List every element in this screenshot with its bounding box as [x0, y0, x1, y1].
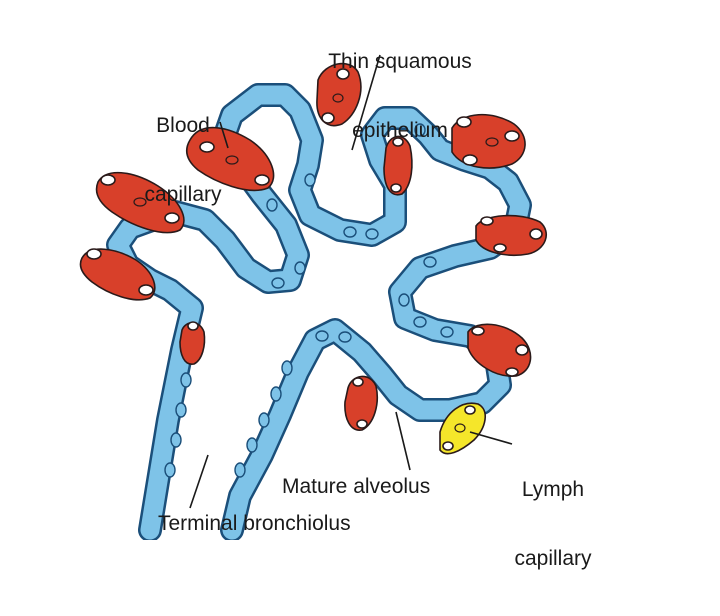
label-blood-capillary: Blood capillary	[128, 68, 238, 252]
label-thin-squamous-line1: Thin squamous	[328, 50, 472, 73]
label-lymph-line1: Lymph	[521, 478, 585, 501]
leader-lines	[189, 54, 513, 509]
label-lymph-capillary: Lymph capillary	[500, 432, 606, 616]
label-lymph-line2: capillary	[514, 547, 592, 570]
blood-capillary-lower-center	[344, 375, 378, 431]
blood-capillary-right-lower	[467, 323, 532, 377]
label-mature-alveolus: Mature alveolus	[282, 475, 431, 498]
blood-capillary-top-center	[316, 62, 362, 127]
label-blood-line1: Blood	[156, 114, 210, 137]
alveolus-diagram: Thin squamous epithelium Blood capillary…	[79, 4, 592, 570]
label-terminal-bronchiolus: Terminal bronchiolus	[158, 512, 351, 535]
leader-line-mature-alveolus	[395, 411, 411, 471]
blood-capillary-mid-top	[383, 135, 413, 196]
blood-capillary-top-left	[185, 126, 275, 192]
blood-capillary-top-right	[451, 113, 526, 169]
epithelial-nuclei	[133, 123, 454, 478]
blood-capillary-left-lower	[79, 248, 156, 301]
blood-capillary-left-small	[179, 321, 206, 365]
alveolus-illustration	[79, 54, 548, 540]
leader-line-thin-squamous	[351, 54, 381, 151]
leader-line-lymph-capillary	[469, 431, 513, 445]
blood-capillaries	[79, 62, 548, 431]
leader-line-blood-capillary	[219, 121, 229, 149]
label-blood-line2: capillary	[144, 183, 222, 206]
blood-capillary-left-upper	[95, 171, 185, 234]
label-thin-squamous-line2: epithelium	[352, 119, 448, 142]
leader-line-terminal-bronchiolus	[189, 454, 209, 509]
lymph-capillary-shape	[439, 402, 486, 455]
label-thin-squamous-epithelium: Thin squamous epithelium	[300, 4, 500, 188]
blood-capillary-right-upper	[475, 214, 548, 256]
